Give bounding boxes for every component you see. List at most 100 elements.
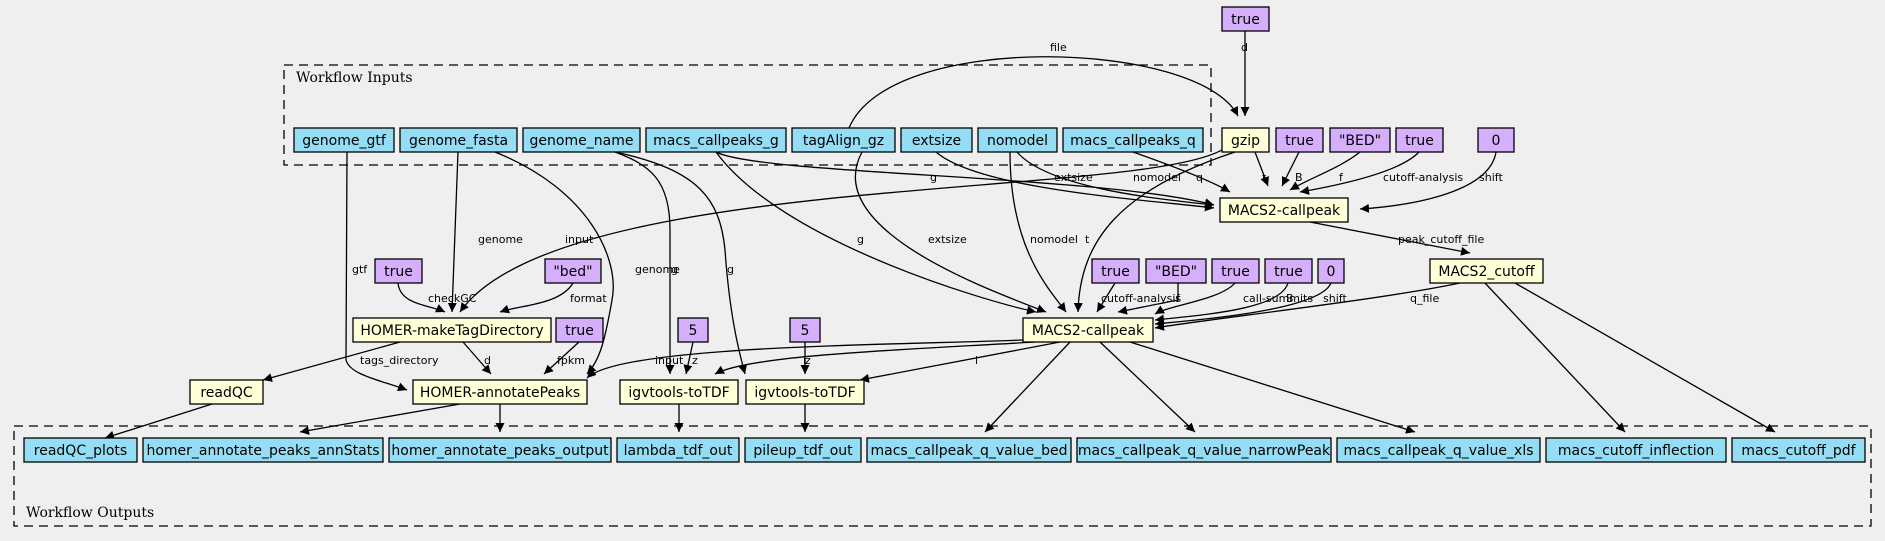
node-def_true_b1[interactable]: true xyxy=(1275,127,1324,153)
node-out_cutoff_inflection[interactable]: macs_cutoff_inflection xyxy=(1545,437,1727,463)
node-out_readqc_plots[interactable]: readQC_plots xyxy=(23,437,138,463)
node-def_zero_shift1[interactable]: 0 xyxy=(1477,127,1515,153)
node-box[interactable] xyxy=(1395,127,1444,153)
node-step_readqc[interactable]: readQC xyxy=(189,379,264,405)
edge-line xyxy=(1129,341,1416,434)
node-box[interactable] xyxy=(1219,197,1349,223)
node-step_igvtools_2[interactable]: igvtools-toTDF xyxy=(745,379,865,405)
node-label: true xyxy=(565,323,594,339)
node-box[interactable] xyxy=(789,317,821,343)
node-box[interactable] xyxy=(1264,258,1313,284)
edge-step_macs2_callpeak_2-to-step_igvtools_2: i xyxy=(859,341,1061,383)
node-box[interactable] xyxy=(677,317,709,343)
node-box[interactable] xyxy=(791,127,896,153)
edge-in_nomodel-to-step_macs2_callpeak_2: nomodel xyxy=(1009,151,1078,313)
node-out_q_value_xls[interactable]: macs_callpeak_q_value_xls xyxy=(1336,437,1541,463)
node-out_pileup_tdf[interactable]: pileup_tdf_out xyxy=(744,437,862,463)
node-def_five_2[interactable]: 5 xyxy=(789,317,821,343)
node-def_true_summits[interactable]: true xyxy=(1211,258,1260,284)
node-box[interactable] xyxy=(412,379,588,405)
node-box[interactable] xyxy=(399,127,518,153)
node-box[interactable] xyxy=(1062,127,1204,153)
node-in_genome_gtf[interactable]: genome_gtf xyxy=(293,127,395,153)
node-box[interactable] xyxy=(142,437,384,463)
node-box[interactable] xyxy=(744,437,862,463)
node-def_bed_f1[interactable]: "BED" xyxy=(1329,127,1391,153)
node-def_true_cutoff2[interactable]: true xyxy=(1091,258,1140,284)
node-def_true_gzip[interactable]: true xyxy=(1221,6,1270,32)
node-def_true_fpkm[interactable]: true xyxy=(555,317,604,343)
node-box[interactable] xyxy=(1731,437,1866,463)
node-box[interactable] xyxy=(1076,437,1332,463)
node-box[interactable] xyxy=(555,317,604,343)
node-step_igvtools_1[interactable]: igvtools-toTDF xyxy=(619,379,739,405)
node-def_true_cutoff[interactable]: true xyxy=(1395,127,1444,153)
node-box[interactable] xyxy=(1545,437,1727,463)
node-in_nomodel[interactable]: nomodel xyxy=(977,127,1058,153)
edge-line xyxy=(1099,341,1196,433)
node-box[interactable] xyxy=(293,127,395,153)
node-box[interactable] xyxy=(1336,437,1541,463)
node-box[interactable] xyxy=(1477,127,1515,153)
node-box[interactable] xyxy=(1429,258,1544,284)
node-box[interactable] xyxy=(522,127,641,153)
node-box[interactable] xyxy=(1211,258,1260,284)
node-label: MACS2-callpeak xyxy=(1228,203,1341,219)
edge-label: nomodel xyxy=(1030,233,1078,246)
node-in_tagalign_gz[interactable]: tagAlign_gz xyxy=(791,127,896,153)
node-in_macs_callpeaks_g[interactable]: macs_callpeaks_g xyxy=(645,127,787,153)
node-box[interactable] xyxy=(645,127,787,153)
edge-def_five_2-to-step_igvtools_2: z xyxy=(800,342,811,374)
node-def_true_b2[interactable]: true xyxy=(1264,258,1313,284)
node-box[interactable] xyxy=(23,437,138,463)
node-box[interactable] xyxy=(745,379,865,405)
node-box[interactable] xyxy=(1221,127,1270,153)
node-box[interactable] xyxy=(1145,258,1207,284)
node-in_genome_name[interactable]: genome_name xyxy=(522,127,641,153)
node-out_q_value_bed[interactable]: macs_callpeak_q_value_bed xyxy=(866,437,1072,463)
node-out_q_value_narrowpeak[interactable]: macs_callpeak_q_value_narrowPeak xyxy=(1076,437,1332,463)
node-step_homer_maketag[interactable]: HOMER-makeTagDirectory xyxy=(352,317,552,343)
node-step_macs2_callpeak_1[interactable]: MACS2-callpeak xyxy=(1219,197,1349,223)
node-step_homer_annotate[interactable]: HOMER-annotatePeaks xyxy=(412,379,588,405)
node-in_genome_fasta[interactable]: genome_fasta xyxy=(399,127,518,153)
node-out_cutoff_pdf[interactable]: macs_cutoff_pdf xyxy=(1731,437,1866,463)
node-box[interactable] xyxy=(616,437,740,463)
node-box[interactable] xyxy=(900,127,973,153)
node-step_gzip[interactable]: gzip xyxy=(1221,127,1270,153)
node-box[interactable] xyxy=(1275,127,1324,153)
node-step_macs2_cutoff[interactable]: MACS2_cutoff xyxy=(1429,258,1544,284)
node-def_zero_shift2[interactable]: 0 xyxy=(1317,258,1345,284)
node-def_five_1[interactable]: 5 xyxy=(677,317,709,343)
edge-line xyxy=(299,403,461,435)
node-out_homer_annstats[interactable]: homer_annotate_peaks_annStats xyxy=(142,437,384,463)
node-box[interactable] xyxy=(374,258,423,284)
edge-line xyxy=(1154,282,1289,324)
node-box[interactable] xyxy=(1091,258,1140,284)
node-step_macs2_callpeak_2[interactable]: MACS2-callpeak xyxy=(1022,317,1154,343)
node-box[interactable] xyxy=(866,437,1072,463)
node-box[interactable] xyxy=(619,379,739,405)
node-in_macs_callpeaks_q[interactable]: macs_callpeaks_q xyxy=(1062,127,1204,153)
node-out_homer_output[interactable]: homer_annotate_peaks_output xyxy=(388,437,612,463)
node-def_bed_f2[interactable]: "BED" xyxy=(1145,258,1207,284)
node-box[interactable] xyxy=(544,258,602,284)
node-box[interactable] xyxy=(1221,6,1270,32)
node-box[interactable] xyxy=(1329,127,1391,153)
node-def_true_checkgc[interactable]: true xyxy=(374,258,423,284)
node-label: HOMER-makeTagDirectory xyxy=(360,323,543,339)
node-in_extsize[interactable]: extsize xyxy=(900,127,973,153)
edge-in_tagalign_gz-to-step_gzip: file xyxy=(848,41,1239,129)
node-box[interactable] xyxy=(1022,317,1154,343)
node-box[interactable] xyxy=(1317,258,1345,284)
node-box[interactable] xyxy=(189,379,264,405)
node-box[interactable] xyxy=(977,127,1058,153)
node-label: true xyxy=(1405,133,1434,149)
node-box[interactable] xyxy=(352,317,552,343)
edge-def_true_gzip-to-step_gzip: d xyxy=(1240,31,1250,116)
cluster-workflow-outputs: Workflow Outputs xyxy=(13,425,1872,527)
node-box[interactable] xyxy=(388,437,612,463)
edge-line xyxy=(714,341,1036,375)
node-def_bed_format[interactable]: "bed" xyxy=(544,258,602,284)
node-out_lambda_tdf[interactable]: lambda_tdf_out xyxy=(616,437,740,463)
